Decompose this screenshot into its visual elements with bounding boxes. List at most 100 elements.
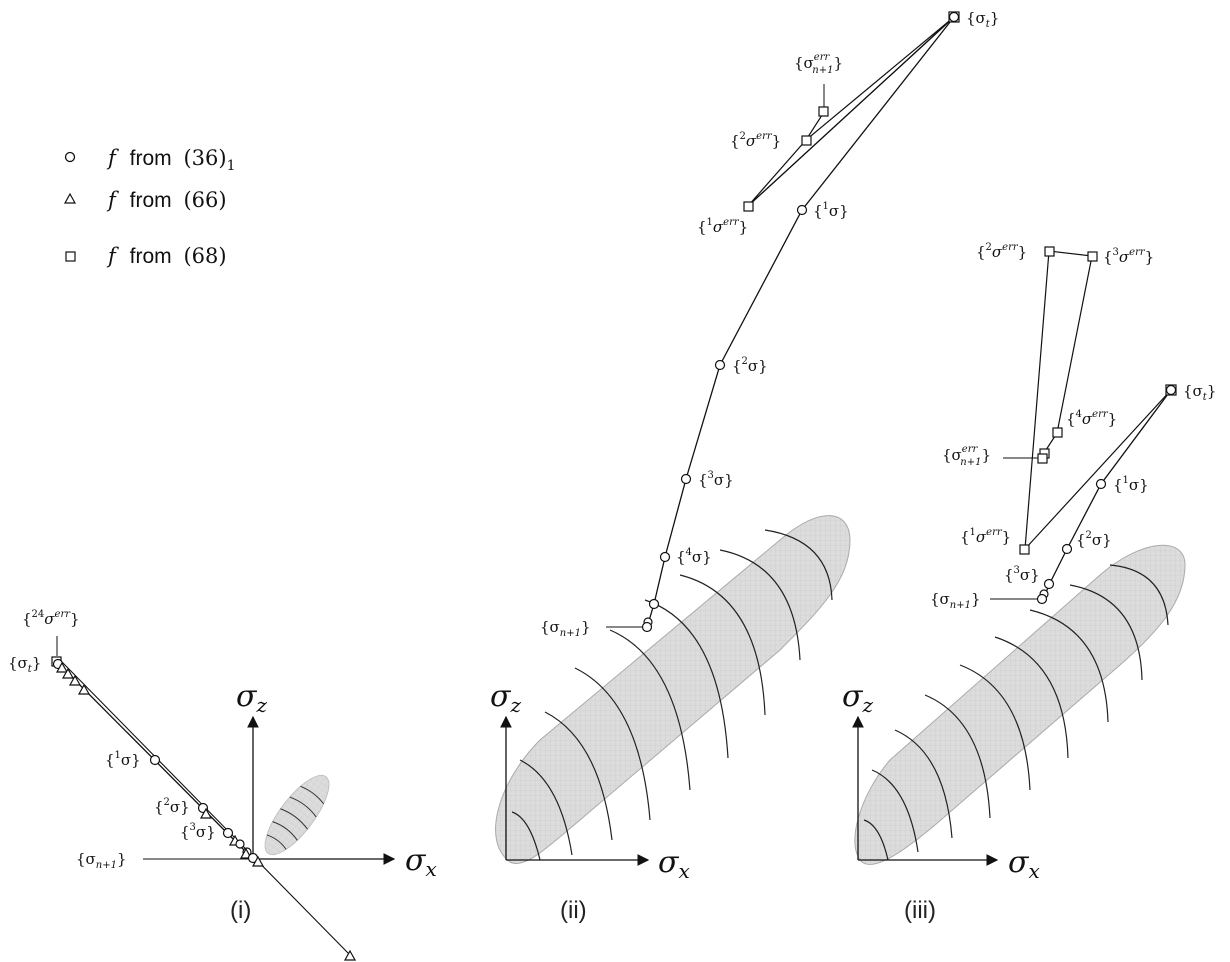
svg-text:σz: σz bbox=[236, 679, 267, 717]
panel-label-i: (i) bbox=[230, 897, 251, 924]
panel-label-iii: (iii) bbox=[904, 897, 936, 924]
svg-text:σx: σx bbox=[658, 845, 690, 883]
circle-marker-icon bbox=[64, 151, 76, 163]
label-sigma-1: {1σ} bbox=[105, 750, 141, 769]
label-sigma-2: {2σ} bbox=[732, 356, 768, 375]
legend-f: f bbox=[106, 244, 119, 268]
legend-f: f bbox=[106, 188, 119, 212]
circle-marker-icon bbox=[641, 621, 653, 633]
square-marker-icon bbox=[1044, 246, 1055, 257]
x-axis-label: σ bbox=[658, 845, 680, 880]
z-axis-sub: z bbox=[861, 693, 873, 717]
panel-iii: σx σz {σt} {2σerr} {3σerr} {4σerr} {σerr… bbox=[842, 242, 1216, 924]
markers-ii bbox=[641, 11, 960, 633]
triangle-marker-icon bbox=[199, 807, 213, 819]
legend-f: f bbox=[106, 146, 119, 170]
svg-text:σx: σx bbox=[1008, 845, 1040, 883]
circle-marker-icon bbox=[714, 359, 726, 371]
square-marker-icon bbox=[801, 135, 812, 146]
circle-marker-icon bbox=[1095, 478, 1107, 490]
ellipsoid-i bbox=[264, 774, 330, 856]
svg-text:f from (68): f from (68) bbox=[106, 244, 227, 268]
legend-item-triangle: f from (66) bbox=[63, 188, 227, 212]
legend-item-square: f from (68) bbox=[65, 244, 227, 268]
svg-text:σz: σz bbox=[490, 679, 521, 717]
label-sigma-err3: {3σerr} bbox=[1103, 247, 1154, 266]
circle-marker-icon bbox=[648, 598, 660, 610]
label-sigma-n1: {σn+1} bbox=[76, 850, 127, 871]
svg-text:σz: σz bbox=[842, 679, 873, 717]
panel-label-ii: (ii) bbox=[560, 897, 587, 924]
square-marker-icon bbox=[1052, 427, 1063, 438]
label-sigma-3: {3σ} bbox=[698, 470, 734, 489]
triangle-marker-icon bbox=[61, 667, 75, 679]
square-marker-icon bbox=[743, 201, 754, 212]
path-squares-iii bbox=[1024, 250, 1093, 550]
legend-ref: (36) bbox=[183, 146, 226, 170]
circle-marker-icon bbox=[796, 204, 808, 216]
legend-from: from bbox=[130, 245, 172, 268]
circle-marker-icon bbox=[680, 473, 692, 485]
x-axis-sub: x bbox=[425, 857, 436, 881]
label-sigma-err2: {2σerr} bbox=[730, 131, 781, 150]
label-sigma-1: {1σ} bbox=[1113, 475, 1149, 494]
square-marker-icon bbox=[65, 251, 76, 262]
legend-from: from bbox=[130, 189, 172, 212]
svg-text:f from (36)1: f from (36)1 bbox=[106, 146, 236, 174]
z-axis-sub: z bbox=[255, 693, 267, 717]
label-sigma-4: {4σ} bbox=[676, 547, 712, 566]
z-axis-label: σ bbox=[236, 679, 258, 714]
legend-ref: (66) bbox=[183, 188, 226, 212]
triangle-marker-icon bbox=[77, 683, 91, 695]
legend-ref-sub: 1 bbox=[227, 158, 236, 174]
markers-iii bbox=[1019, 246, 1177, 605]
circle-marker-icon bbox=[948, 11, 960, 23]
square-marker-icon bbox=[1037, 453, 1048, 464]
triangle-marker-icon bbox=[68, 674, 82, 686]
triangle-marker-icon bbox=[63, 192, 77, 204]
label-sigma-t: {σt} bbox=[1183, 382, 1216, 403]
ellipsoid-iii bbox=[854, 544, 1186, 865]
triangle-marker-icon bbox=[343, 949, 357, 961]
circle-marker-icon bbox=[149, 754, 161, 766]
label-sigma-err1: {1σerr} bbox=[697, 217, 748, 236]
circle-marker-icon bbox=[235, 839, 245, 849]
label-sigma-2: {2σ} bbox=[1076, 530, 1112, 549]
x-axis-sub: x bbox=[1028, 859, 1039, 883]
square-marker-icon bbox=[1087, 251, 1098, 262]
label-sigma-3: {3σ} bbox=[1004, 565, 1040, 584]
triangle-marker-icon bbox=[55, 661, 69, 673]
label-sigma-t: {σt} bbox=[8, 654, 41, 675]
circle-marker-icon bbox=[1036, 593, 1048, 605]
z-axis-label: σ bbox=[490, 679, 512, 714]
x-axis-sub: x bbox=[678, 859, 689, 883]
x-axis-label: σ bbox=[405, 843, 427, 878]
label-sigma-err24: {24σerr} bbox=[22, 609, 80, 628]
label-sigma-err4: {4σerr} bbox=[1066, 409, 1117, 428]
square-marker-icon bbox=[818, 106, 829, 117]
x-axis-label: σ bbox=[1008, 845, 1030, 880]
square-marker-icon bbox=[1019, 544, 1030, 555]
label-sigma-err2: {2σerr} bbox=[976, 242, 1027, 261]
ellipsoid-ii bbox=[495, 515, 851, 864]
legend-from: from bbox=[130, 147, 172, 170]
label-sigma-n1: {σn+1} bbox=[930, 590, 981, 611]
label-sigma-n1: {σn+1} bbox=[540, 618, 591, 639]
circle-marker-icon bbox=[1043, 578, 1055, 590]
circle-marker-icon bbox=[1165, 384, 1177, 396]
triangle-marker-icon bbox=[251, 855, 265, 867]
z-axis-label: σ bbox=[842, 679, 864, 714]
markers-i bbox=[51, 656, 357, 961]
z-axis-sub: z bbox=[509, 693, 521, 717]
label-sigma-3: {3σ} bbox=[180, 822, 216, 841]
label-sigma-2: {2σ} bbox=[154, 797, 190, 816]
circle-marker-icon bbox=[222, 827, 234, 839]
svg-text:σx: σx bbox=[405, 843, 437, 881]
legend-item-circle: f from (36)1 bbox=[64, 146, 236, 174]
svg-text:f from (66): f from (66) bbox=[106, 188, 227, 212]
label-sigma-err1: {1σerr} bbox=[960, 527, 1011, 546]
